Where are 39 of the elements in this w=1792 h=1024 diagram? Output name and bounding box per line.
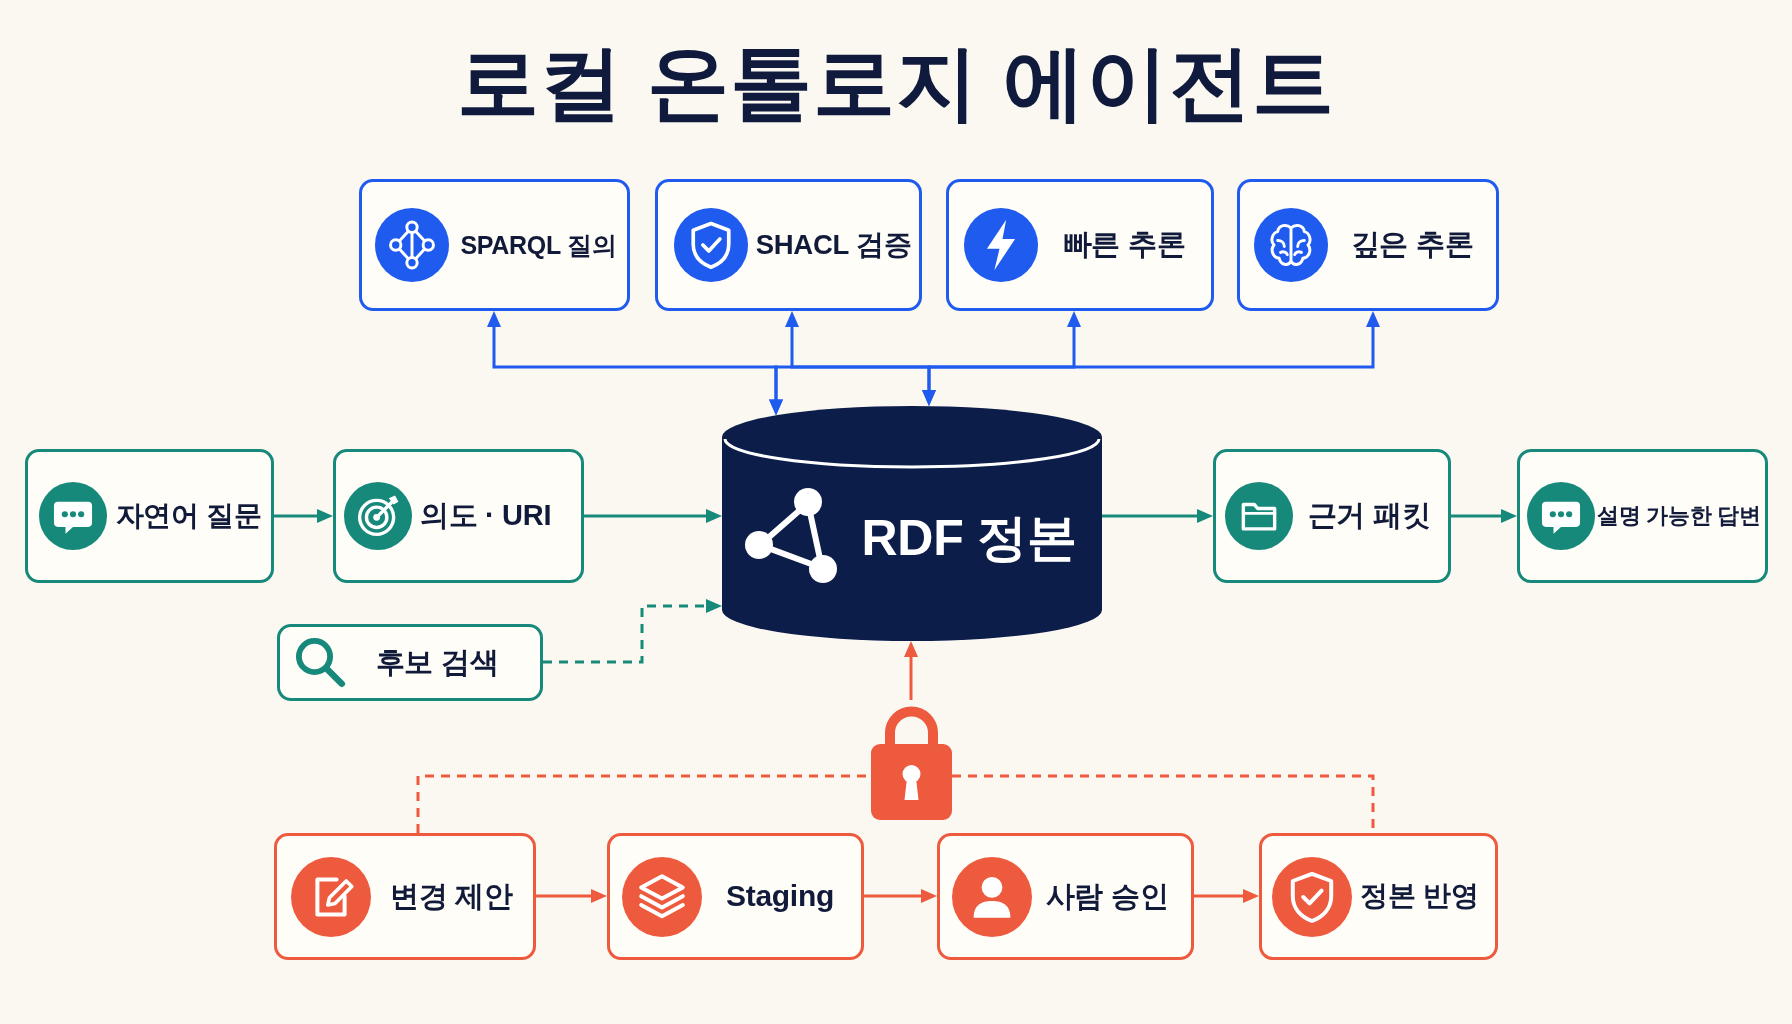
arrow — [274, 509, 333, 523]
process-box — [1213, 449, 1451, 583]
process-box — [25, 449, 274, 583]
process-box — [655, 179, 922, 311]
arrow — [1102, 509, 1213, 523]
process-box — [1237, 179, 1499, 311]
step-label: 정본 반영 — [1360, 880, 1479, 913]
process-box — [946, 179, 1214, 311]
process-box — [1517, 449, 1768, 583]
step-label: 자연어 질문 — [115, 499, 262, 533]
process-box — [359, 179, 630, 311]
process-box — [333, 449, 584, 583]
step-label: 의도 · URI — [419, 499, 552, 533]
arrow — [864, 889, 937, 903]
step-label: SPARQL 질의 — [460, 230, 617, 260]
process-box — [937, 833, 1194, 960]
step-label: 변경 제안 — [390, 879, 513, 914]
step-label: 깊은 추론 — [1350, 228, 1474, 262]
process-box — [277, 624, 543, 701]
process-box — [1259, 833, 1498, 960]
process-box — [607, 833, 864, 960]
arrow — [904, 641, 918, 700]
database-label: RDF 정본 — [861, 510, 1077, 568]
arrow — [769, 311, 1081, 416]
step-label: 빠른 추론 — [1062, 228, 1186, 262]
arrow — [1194, 889, 1259, 903]
dashed-arrow — [543, 599, 722, 664]
step-label: 후보 검색 — [375, 645, 499, 680]
process-box — [274, 833, 536, 960]
step-label: 사람 승인 — [1045, 879, 1169, 914]
step-label: 설명 가능한 답변 — [1597, 503, 1761, 529]
arrow — [1451, 509, 1517, 523]
step-label: Staging — [726, 879, 834, 914]
title: 로컬 온톨로지 에이전트 — [457, 40, 1335, 127]
step-label: 근거 패킷 — [1307, 499, 1431, 533]
arrow — [536, 889, 607, 903]
arrow — [922, 311, 1380, 407]
arrow — [584, 509, 722, 523]
step-label: SHACL 검증 — [755, 229, 912, 261]
